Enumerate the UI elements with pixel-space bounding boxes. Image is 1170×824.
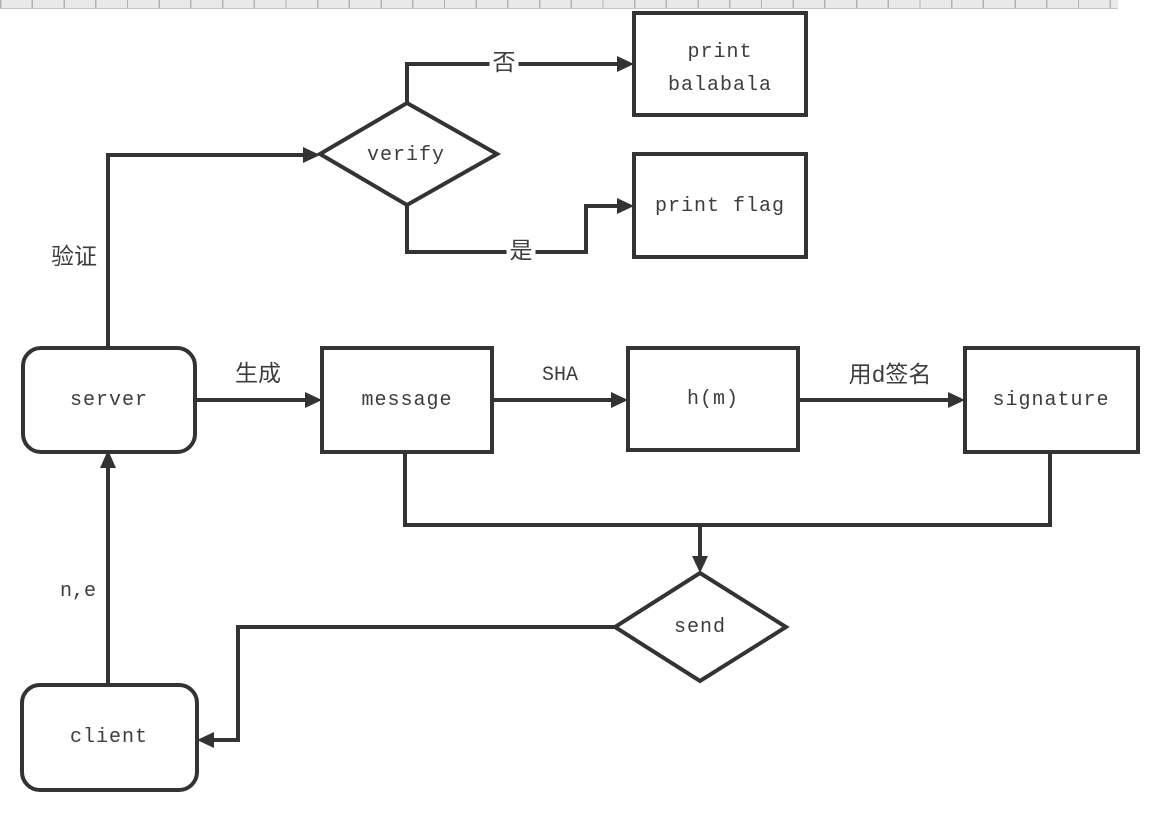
edge-client-to-server (100, 450, 116, 685)
node-server-shape[interactable] (21, 346, 197, 454)
node-verify-diamond-shape[interactable] (316, 100, 502, 208)
edge-label-n-e: n,e (55, 580, 101, 604)
node-send-diamond-shape[interactable] (611, 570, 790, 684)
edge-server-to-message (195, 392, 322, 408)
edge-label-generate: 生成 (232, 362, 284, 390)
node-verify-label: verify (366, 144, 446, 167)
edge-verify-yes-to-print-flag (405, 198, 634, 254)
spreadsheet-column-ruler (0, 0, 1118, 9)
node-client-shape[interactable] (20, 683, 199, 792)
edge-message-to-hm (492, 392, 628, 408)
node-print-flag-shape[interactable] (632, 152, 808, 259)
node-hm-shape[interactable] (626, 346, 800, 452)
edge-hm-to-signature (798, 392, 965, 408)
node-client-label: client (69, 726, 149, 749)
node-print-flag-label: print flag (654, 195, 786, 218)
node-signature-label: signature (992, 389, 1110, 412)
node-message-shape[interactable] (320, 346, 494, 454)
edge-send-to-client (197, 625, 615, 748)
print-balabala-line2: balabala (667, 74, 773, 97)
node-signature-shape[interactable] (963, 346, 1140, 454)
edge-label-yes: 是 (506, 239, 536, 267)
node-hm-label: h(m) (686, 388, 740, 411)
edge-label-no: 否 (489, 51, 519, 79)
edge-label-sign-with-d: 用d签名 (845, 363, 935, 391)
edge-label-sha: SHA (537, 364, 583, 388)
edge-label-verification: 验证 (48, 245, 100, 273)
print-balabala-line1: print (687, 41, 753, 64)
edge-message-signature-merge-to-send (403, 452, 1052, 573)
node-message-label: message (361, 389, 453, 412)
edge-server-to-verify (106, 147, 320, 348)
node-print-balabala-label: print balabala (668, 36, 772, 102)
edge-verify-no-to-print-balabala (405, 56, 634, 103)
node-print-balabala-shape[interactable] (632, 11, 808, 117)
node-server-label: server (69, 389, 149, 412)
node-send-label: send (673, 616, 727, 639)
